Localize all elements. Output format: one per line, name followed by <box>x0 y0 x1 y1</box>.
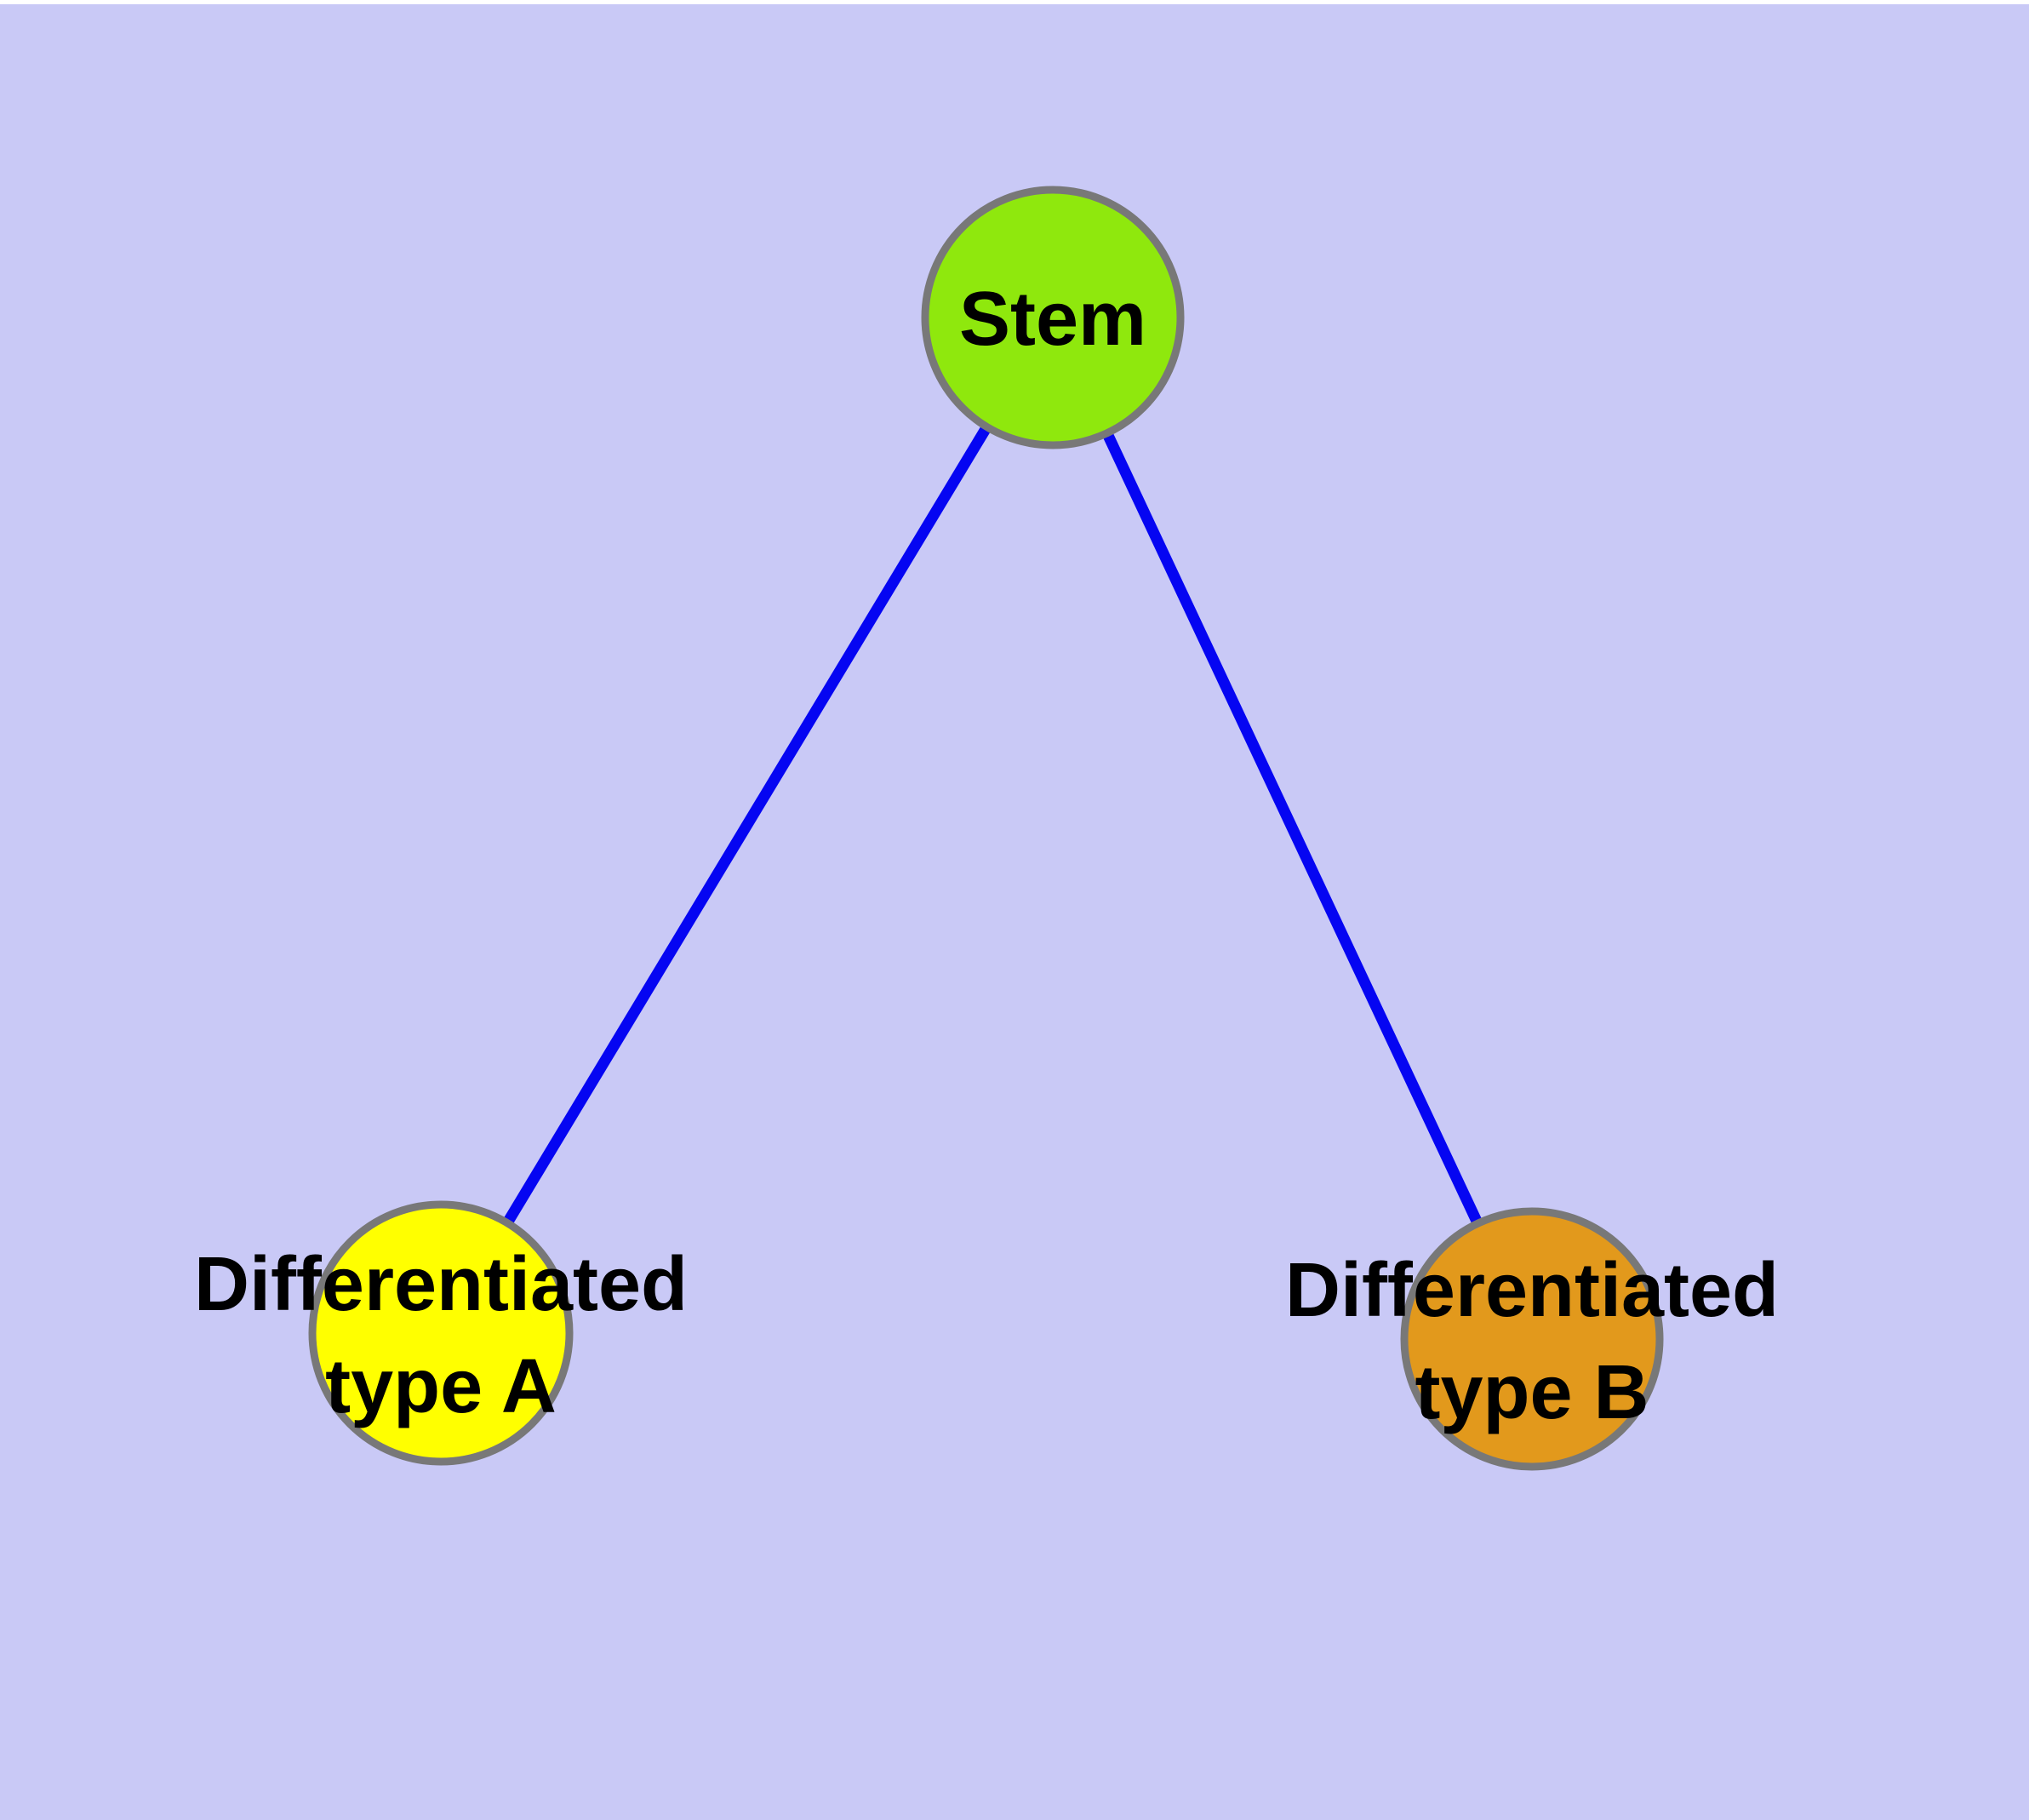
node-type-b-circle <box>1400 1207 1664 1471</box>
edge-stem-to-type-b <box>1048 315 1537 1342</box>
edge-stem-to-type-a <box>436 314 1058 1336</box>
node-type-b-label-line1: Differentiated <box>1285 1248 1779 1333</box>
node-type-a-circle <box>308 1200 574 1466</box>
node-stem-circle <box>921 186 1185 449</box>
node-type-a-label-line2: type A <box>325 1344 557 1429</box>
node-stem-label: Stem <box>959 277 1146 362</box>
top-margin-strip <box>0 0 2029 4</box>
node-type-a-label-line1: Differentiated <box>194 1242 688 1327</box>
node-type-b-label-line2: type B <box>1415 1350 1649 1435</box>
